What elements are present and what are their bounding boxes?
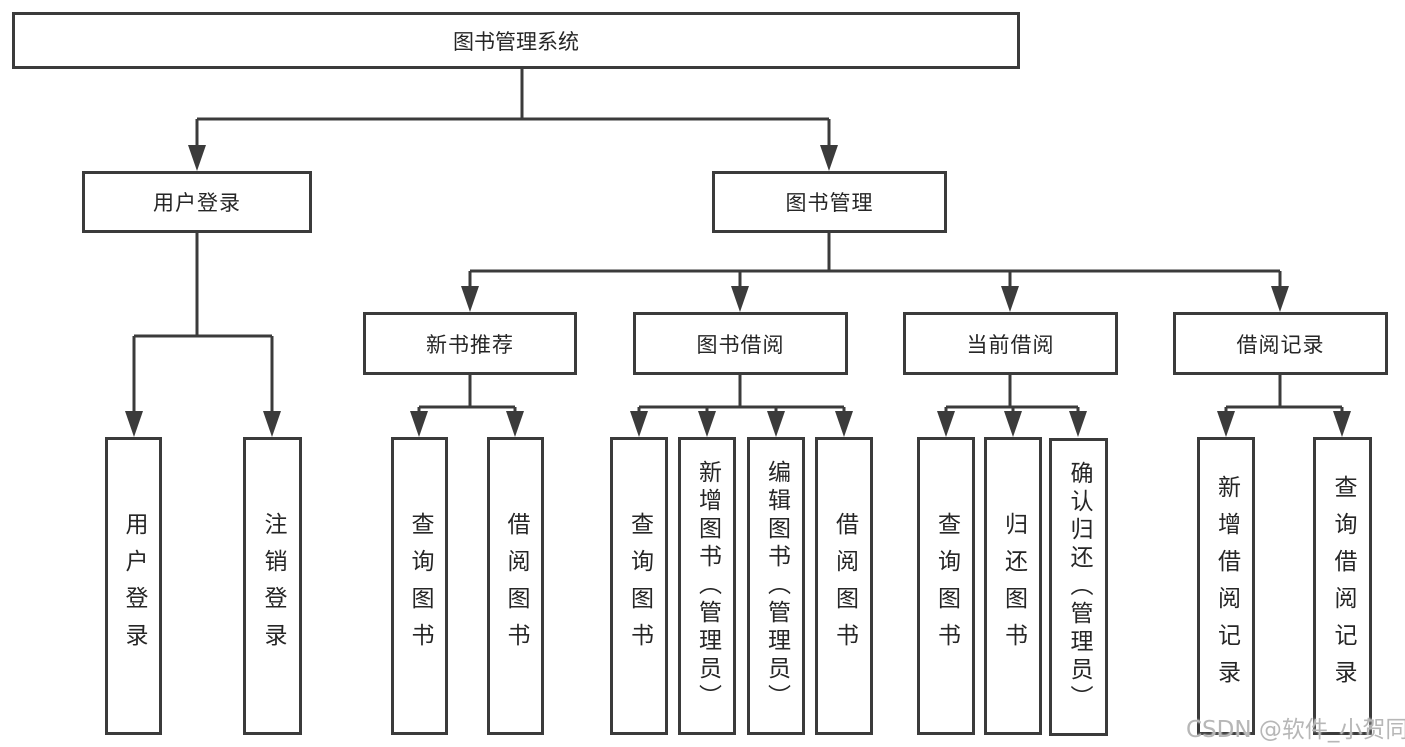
arrowhead-to-records-add-record (1217, 411, 1235, 437)
arrowhead-to-current-borrow (1001, 286, 1019, 312)
arrowhead-to-borrow-edit-book (767, 411, 785, 437)
arrowhead-to-borrow-add-book (698, 411, 716, 437)
leaf-current-return-book: 归还图书 (984, 437, 1042, 735)
leaf-borrow-query-book: 查询图书 (610, 437, 668, 735)
leaf-borrow-add-book-admin: 新增图书（管理员） (678, 437, 736, 735)
leaf-borrow-borrow-book: 借阅图书 (815, 437, 873, 735)
node-label: 用户登录 (121, 512, 147, 660)
node-label: 借阅图书 (503, 512, 529, 660)
leaf-logout: 注销登录 (243, 437, 302, 735)
connector-book-management-branch (468, 233, 1282, 288)
arrowhead-to-borrow-borrow-book (835, 411, 853, 437)
arrowhead-to-book-management (820, 145, 838, 171)
leaf-records-add-record: 新增借阅记录 (1197, 437, 1255, 735)
arrowhead-to-current-query-book (937, 411, 955, 437)
node-user-login: 用户登录 (82, 171, 312, 233)
arrowhead-to-book-borrow (731, 286, 749, 312)
node-label: 查询借阅记录 (1330, 475, 1356, 697)
connector-borrow-records-branch (1224, 375, 1344, 414)
node-borrow-records: 借阅记录 (1173, 312, 1388, 375)
arrowhead-to-borrow-query-book (630, 411, 648, 437)
connector-current-borrow-branch (944, 375, 1080, 414)
connector-new-book-recommend-branch (417, 375, 517, 414)
node-label: 确认归还（管理员） (1066, 461, 1092, 713)
leaf-user-login: 用户登录 (105, 437, 162, 735)
node-current-borrow: 当前借阅 (903, 312, 1118, 375)
node-label: 查询图书 (626, 512, 653, 660)
node-label: 注销登录 (260, 512, 286, 660)
node-label: 借阅记录 (1236, 332, 1325, 357)
node-library-management-system: 图书管理系统 (12, 12, 1020, 69)
node-label: 新增借阅记录 (1213, 475, 1240, 697)
leaf-borrow-edit-book-admin: 编辑图书（管理员） (747, 437, 805, 735)
arrowhead-to-borrow-records (1271, 286, 1289, 312)
node-label: 编辑图书（管理员） (763, 460, 790, 712)
arrowhead-to-current-confirm-return (1069, 411, 1087, 437)
node-label: 查询图书 (407, 512, 433, 660)
watermark-text: CSDN @软件_小贺同学 (1186, 717, 1405, 743)
node-new-book-recommend: 新书推荐 (363, 312, 577, 375)
leaf-recommend-query-book: 查询图书 (391, 437, 448, 735)
arrowhead-to-new-book-recommend (461, 286, 479, 312)
node-book-management: 图书管理 (712, 171, 947, 233)
node-label: 图书管理 (785, 191, 874, 215)
node-label: 图书借阅 (696, 332, 785, 357)
node-label: 查询图书 (933, 512, 960, 660)
connector-book-borrow-branch (637, 375, 846, 414)
arrowhead-to-current-return-book (1004, 411, 1022, 437)
node-book-borrow: 图书借阅 (633, 312, 848, 375)
arrowhead-to-records-query-record (1333, 411, 1351, 437)
node-label: 当前借阅 (966, 332, 1055, 357)
leaf-recommend-borrow-book: 借阅图书 (487, 437, 544, 735)
arrowhead-to-leaf-logout (263, 411, 281, 437)
arrowhead-to-user-login (188, 145, 206, 171)
leaf-current-query-book: 查询图书 (917, 437, 975, 735)
node-label: 归还图书 (1000, 512, 1027, 660)
leaf-current-confirm-return-admin: 确认归还（管理员） (1049, 438, 1108, 736)
connector-root-branch (195, 68, 831, 147)
arrowhead-to-recommend-borrow-book (506, 411, 524, 437)
arrowhead-to-recommend-query-book (410, 411, 428, 437)
node-label: 借阅图书 (831, 512, 858, 660)
node-label: 新书推荐 (426, 332, 514, 357)
node-label: 新增图书（管理员） (694, 460, 721, 712)
leaf-records-query-record: 查询借阅记录 (1313, 437, 1372, 735)
arrowhead-to-leaf-user-login (125, 411, 143, 437)
node-label: 用户登录 (153, 191, 241, 215)
connector-user-login-branch (132, 233, 274, 413)
node-label: 图书管理系统 (453, 29, 579, 54)
